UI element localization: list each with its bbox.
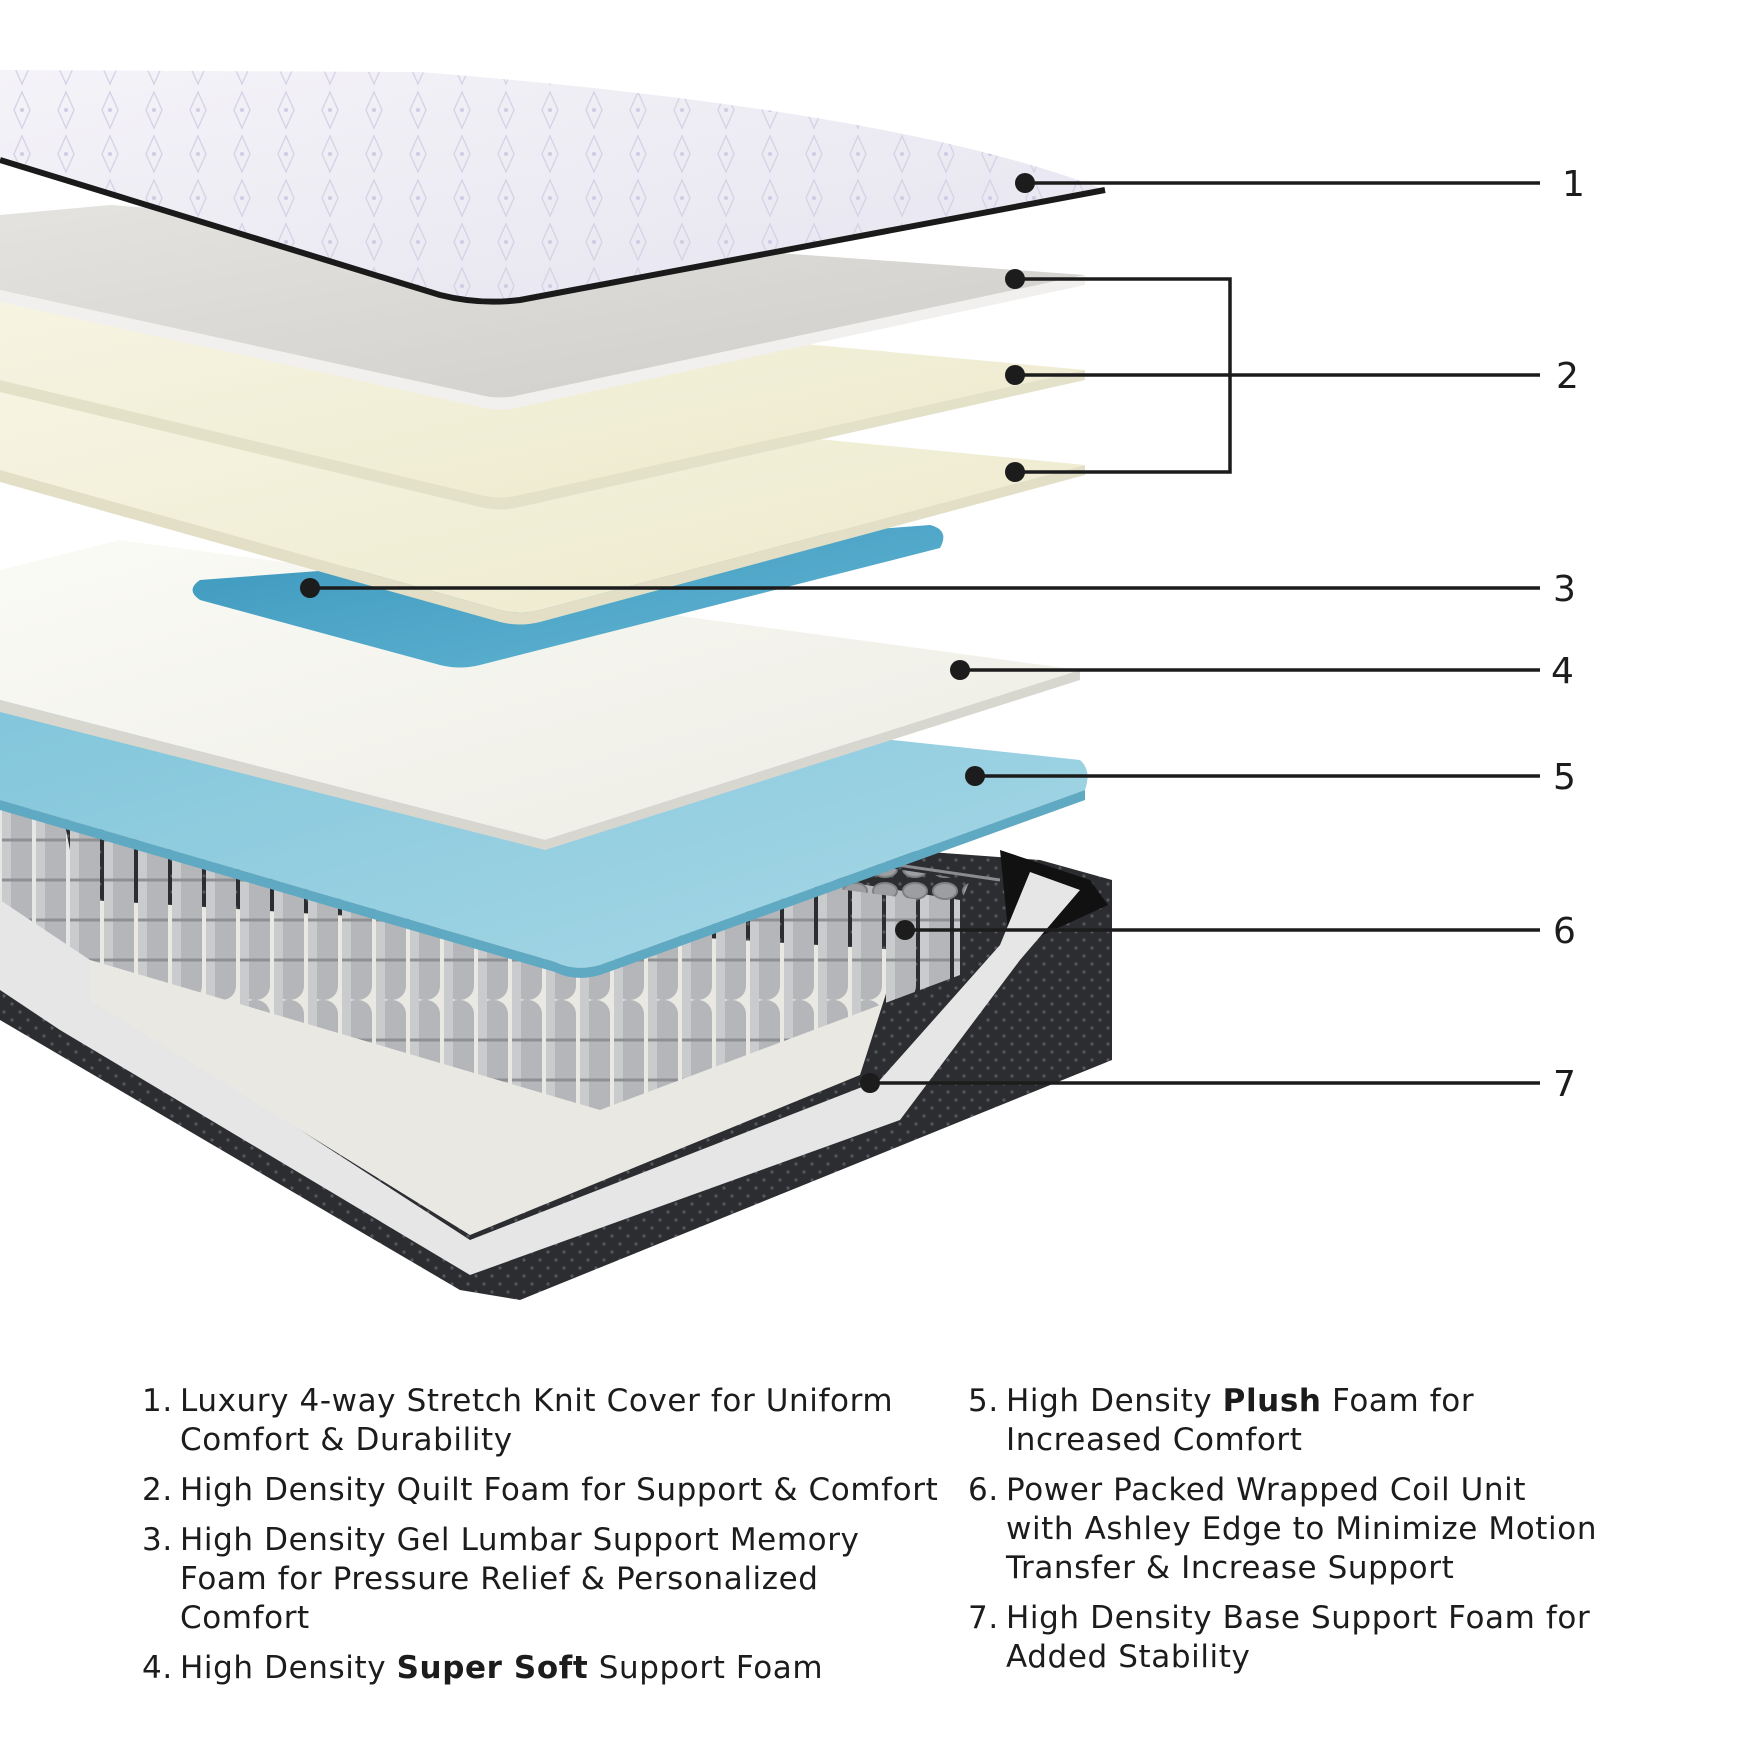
legend-item-1: 1. Luxury 4-way Stretch Knit Cover for U…: [142, 1382, 942, 1460]
callout-dot-1: [1015, 173, 1035, 193]
legend-text-bold: Super Soft: [396, 1650, 589, 1686]
legend-item-5: 5. High Density Plush Foam for Increased…: [968, 1382, 1598, 1460]
callout-number-6: 6: [1553, 911, 1576, 952]
legend-number: 1.: [142, 1383, 173, 1419]
legend-number: 3.: [142, 1522, 173, 1558]
callout-number-1: 1: [1562, 164, 1585, 205]
callout-number-4: 4: [1551, 651, 1574, 692]
legend-column-right: 5. High Density Plush Foam for Increased…: [968, 1382, 1598, 1688]
callout-dot-2a: [1005, 269, 1025, 289]
legend-text-part: Foam for Increased Comfort: [1006, 1383, 1475, 1458]
legend-number: 6.: [968, 1472, 999, 1508]
legend-text: High Density Quilt Foam for Support & Co…: [180, 1472, 939, 1508]
callout-dot-4: [950, 660, 970, 680]
legend-text: Power Packed Wrapped Coil Unit with Ashl…: [1006, 1472, 1598, 1586]
callout-dot-3: [300, 578, 320, 598]
callout-number-3: 3: [1553, 569, 1576, 610]
callout-dot-6: [895, 920, 915, 940]
legend-number: 2.: [142, 1472, 173, 1508]
callout-dot-2b: [1005, 365, 1025, 385]
legend-text: Luxury 4-way Stretch Knit Cover for Unif…: [180, 1383, 894, 1458]
callout-dot-2c: [1005, 462, 1025, 482]
callout-dot-7: [860, 1073, 880, 1093]
legend-column-left: 1. Luxury 4-way Stretch Knit Cover for U…: [142, 1382, 942, 1699]
legend-text: High Density Base Support Foam for Added…: [1006, 1600, 1591, 1675]
callout-number-5: 5: [1553, 757, 1576, 798]
legend-number: 5.: [968, 1383, 999, 1419]
legend-text-part: High Density: [180, 1650, 397, 1686]
legend-item-2: 2. High Density Quilt Foam for Support &…: [142, 1471, 942, 1510]
legend-number: 4.: [142, 1650, 173, 1686]
callout-number-7: 7: [1553, 1064, 1576, 1105]
callout-numbers: 1 2 3 4 5 6 7: [1551, 164, 1585, 1105]
legend-item-3: 3. High Density Gel Lumbar Support Memor…: [142, 1521, 942, 1638]
legend-text-part: High Density: [1006, 1383, 1223, 1419]
callout-number-2: 2: [1556, 356, 1579, 397]
knit-cover-layer: [0, 70, 1106, 305]
legend-item-6: 6. Power Packed Wrapped Coil Unit with A…: [968, 1471, 1598, 1588]
legend-text-bold: Plush: [1222, 1383, 1322, 1419]
legend-text: High Density Gel Lumbar Support Memory F…: [180, 1522, 860, 1636]
callout-dots: [300, 173, 1035, 1093]
quilt-foam-layers: [0, 205, 1085, 625]
legend-text-part: Support Foam: [588, 1650, 824, 1686]
legend-item-4: 4. High Density Super Soft Support Foam: [142, 1649, 942, 1688]
legend-number: 7.: [968, 1600, 999, 1636]
legend-item-7: 7. High Density Base Support Foam for Ad…: [968, 1599, 1598, 1677]
callout-leaders: [310, 181, 1540, 1085]
callout-dot-5: [965, 766, 985, 786]
